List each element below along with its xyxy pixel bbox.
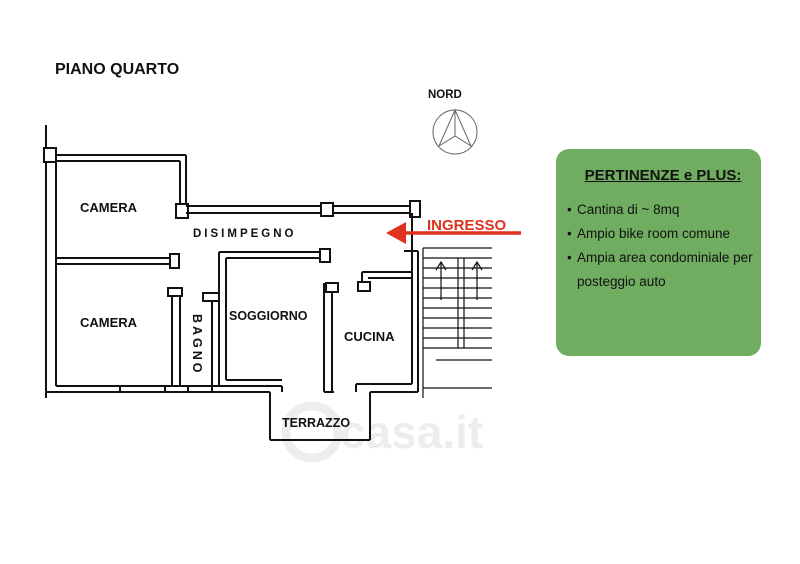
bullet-icon: • xyxy=(567,226,572,241)
list-item-text: Cantina di ~ 8mq xyxy=(577,202,680,217)
bullet-icon: • xyxy=(567,250,572,265)
watermark: casa.it xyxy=(281,401,483,463)
north-label: NORD xyxy=(428,89,462,101)
pertinenze-panel: PERTINENZE e PLUS: • Cantina di ~ 8mq • Am… xyxy=(556,149,761,356)
room-terrazzo: TERRAZZO xyxy=(282,416,350,430)
list-item-text: Ampio bike room comune xyxy=(577,226,731,241)
entrance-label: INGRESSO xyxy=(427,217,507,234)
room-disimpegno: DISIMPEGNO xyxy=(193,228,296,240)
room-camera-top: CAMERA xyxy=(80,200,138,215)
north-compass-icon xyxy=(432,108,478,155)
list-item-text: Ampia area condominiale per posteggio au… xyxy=(577,250,753,289)
walls xyxy=(43,125,421,441)
room-camera-bottom: CAMERA xyxy=(80,315,138,330)
room-bagno: BAGNO xyxy=(190,314,204,376)
svg-text:casa.it: casa.it xyxy=(340,406,483,458)
list-item: • Cantina di ~ 8mq xyxy=(567,198,755,222)
room-soggiorno: SOGGIORNO xyxy=(229,309,308,323)
stairs xyxy=(422,247,492,398)
room-cucina: CUCINA xyxy=(344,329,395,344)
list-item: • Ampio bike room comune xyxy=(567,222,755,246)
bullet-icon: • xyxy=(567,202,572,217)
panel-title: PERTINENZE e PLUS: xyxy=(584,167,742,184)
entrance-arrow-icon xyxy=(386,222,521,244)
list-item: • Ampia area condominiale per posteggio a… xyxy=(567,246,755,294)
floor-title: PIANO QUARTO xyxy=(55,61,179,78)
panel-list: • Cantina di ~ 8mq • Ampio bike room comun… xyxy=(567,198,755,294)
